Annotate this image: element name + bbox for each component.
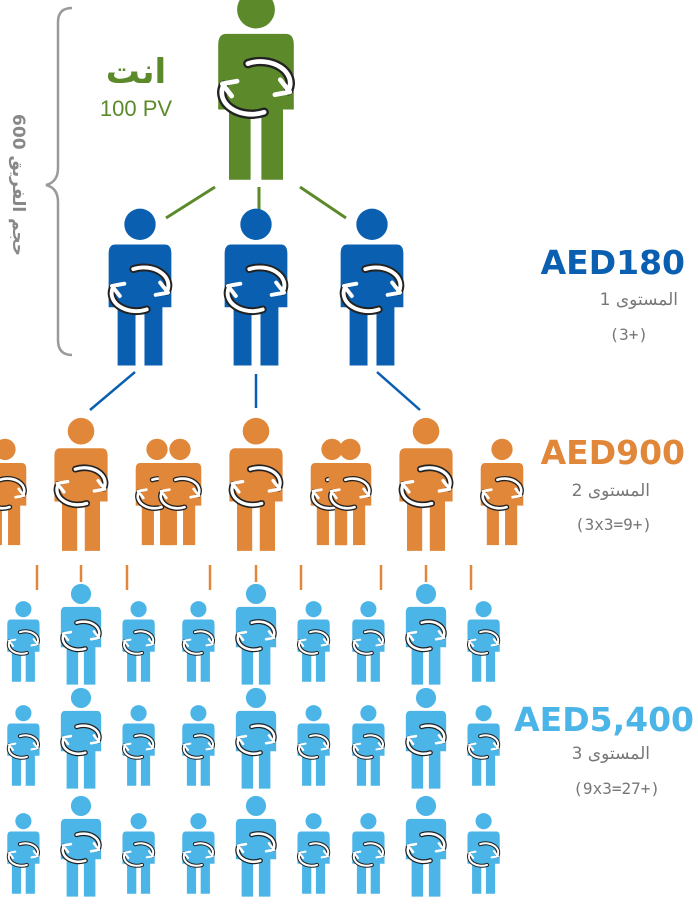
cluster-level3-1-3-left (352, 601, 384, 682)
level-1-amount: AED180 (540, 243, 685, 282)
cluster-level3-1-2-center (236, 583, 276, 685)
cluster-level3-3-2-left (182, 813, 214, 894)
cluster-level3-3-3-right (467, 813, 499, 894)
cluster-level3-3-3-left (352, 813, 384, 894)
level-3-label: المستوى 3 (571, 744, 650, 764)
cluster-level3-3-1-left (7, 813, 39, 894)
team-volume-label: 600 حجم الفريق (8, 114, 28, 256)
team-volume-bracket (45, 6, 73, 357)
level-3-amount: AED5,400 (514, 700, 694, 739)
level-2-amount: AED900 (540, 433, 685, 472)
cluster-level3-3-3-center (406, 795, 446, 897)
cluster-level2-3-center (399, 417, 452, 551)
level-3-calc: (9x3=27+) (573, 779, 660, 798)
cluster-level3-3-2-right (297, 813, 329, 894)
you-title: انت (105, 52, 167, 92)
level-1-calc: (3+) (609, 325, 648, 344)
cluster-level3-2-1-right (122, 705, 154, 786)
connectors-level2 (35, 565, 473, 590)
cluster-level3-3-1-center (61, 795, 101, 897)
cluster-level3-2-2-left (182, 705, 214, 786)
cluster-level3-1-2-left (182, 601, 214, 682)
cluster-level3-2-2-right (297, 705, 329, 786)
level-2-label: المستوى 2 (571, 481, 650, 501)
cluster-level3-3-1-right (122, 813, 154, 894)
you-pv: 100 PV (99, 96, 173, 121)
cluster-level3-1-1-left (7, 601, 39, 682)
cluster-level3-1-2-right (297, 601, 329, 682)
person-level1-1 (109, 208, 172, 366)
person-level1-3 (341, 208, 404, 366)
cluster-level3-1-1-right (122, 601, 154, 682)
person-level1-2 (225, 208, 288, 366)
cluster-level3-2-1-center (61, 687, 101, 789)
cluster-level3-2-2-center (236, 687, 276, 789)
cluster-level3-2-3-center (406, 687, 446, 789)
level-1-label: المستوى 1 (599, 290, 678, 310)
cluster-level2-1-center (54, 417, 107, 551)
cluster-level3-1-3-right (467, 601, 499, 682)
person-you (218, 0, 294, 180)
cluster-level3-1-3-center (406, 583, 446, 685)
connectors-level1 (89, 371, 421, 411)
level-2-calc: (3x3=9+) (574, 515, 652, 534)
cluster-level3-1-1-center (61, 583, 101, 685)
cluster-level2-1-left (0, 438, 26, 546)
cluster-level3-2-3-left (352, 705, 384, 786)
cluster-level3-2-1-left (7, 705, 39, 786)
cluster-level2-2-center (229, 417, 282, 551)
cluster-level3-3-2-center (236, 795, 276, 897)
